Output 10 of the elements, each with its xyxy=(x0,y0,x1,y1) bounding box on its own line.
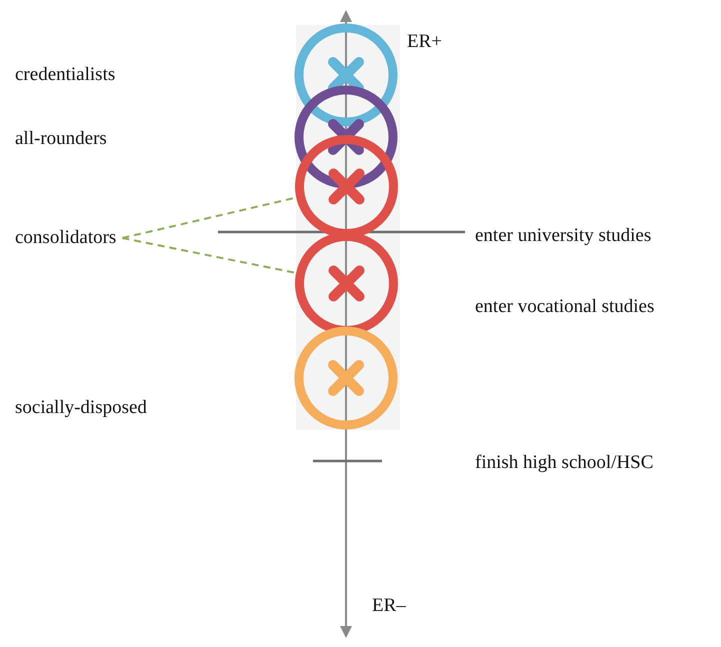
threshold-label: enter university studies xyxy=(475,225,652,247)
threshold-label: enter vocational studies xyxy=(475,296,654,318)
axis-label: ER+ xyxy=(407,31,442,53)
group-label: credentialists xyxy=(15,64,116,86)
group-label: all-rounders xyxy=(15,128,107,150)
axis-label: ER– xyxy=(372,595,406,617)
dashed-connector xyxy=(122,237,296,274)
group-label: consolidators xyxy=(15,227,116,249)
threshold-label: finish high school/HSC xyxy=(475,452,654,474)
group-label: socially-disposed xyxy=(15,397,147,419)
